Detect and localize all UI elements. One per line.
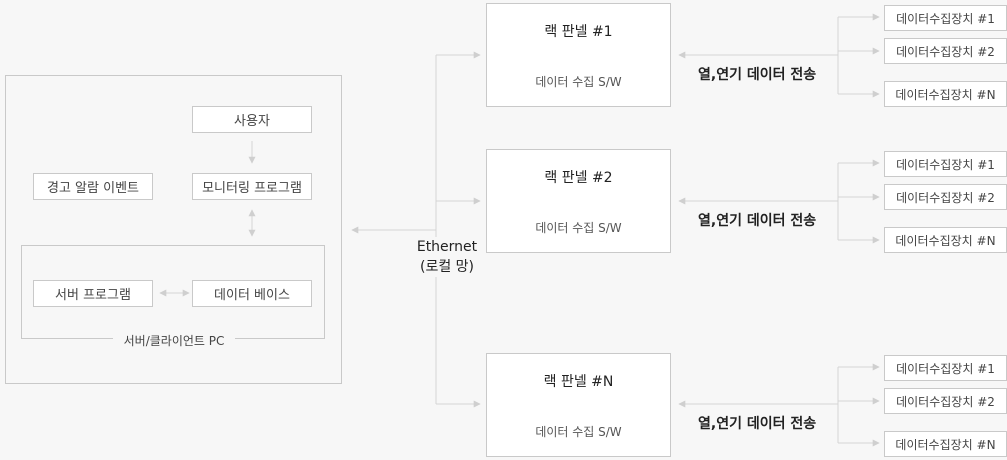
rack1-device-2: 데이터수집장치 #2 bbox=[884, 38, 1007, 64]
rack-panel-title: 랙 판넬 #1 bbox=[544, 24, 613, 40]
rack2-device-2: 데이터수집장치 #2 bbox=[884, 184, 1007, 210]
rack-panel-n: 랙 판넬 #N 데이터 수집 S/W bbox=[486, 353, 671, 457]
rack-panel-title: 랙 판넬 #N bbox=[543, 374, 614, 390]
rack1-device-1: 데이터수집장치 #1 bbox=[884, 5, 1007, 31]
user-box: 사용자 bbox=[192, 106, 312, 133]
ethernet-label: Ethernet (로컬 망) bbox=[406, 237, 488, 277]
rack-panel-software: 데이터 수집 S/W bbox=[535, 221, 622, 235]
rack1-device-n: 데이터수집장치 #N bbox=[884, 81, 1007, 107]
alarm-event-box: 경고 알람 이벤트 bbox=[33, 173, 153, 200]
database-box: 데이터 베이스 bbox=[192, 280, 312, 307]
server-program-box: 서버 프로그램 bbox=[33, 280, 153, 307]
pc-outer-frame bbox=[5, 75, 342, 384]
rack-panel-2: 랙 판넬 #2 데이터 수집 S/W bbox=[486, 149, 671, 253]
rack-panel-software: 데이터 수집 S/W bbox=[535, 425, 622, 439]
rackn-device-1: 데이터수집장치 #1 bbox=[884, 355, 1007, 381]
rack-panel-title: 랙 판넬 #2 bbox=[544, 170, 613, 186]
rack1-transfer-label: 열,연기 데이터 전송 bbox=[698, 64, 817, 84]
rackn-device-n: 데이터수집장치 #N bbox=[884, 431, 1007, 457]
rackn-transfer-label: 열,연기 데이터 전송 bbox=[698, 413, 817, 433]
rackn-device-2: 데이터수집장치 #2 bbox=[884, 388, 1007, 414]
rack-panel-software: 데이터 수집 S/W bbox=[535, 75, 622, 89]
monitoring-program-box: 모니터링 프로그램 bbox=[192, 173, 312, 200]
rack2-transfer-label: 열,연기 데이터 전송 bbox=[698, 210, 817, 230]
server-client-pc-label: 서버/클라이언트 PC bbox=[113, 333, 235, 349]
rack-panel-1: 랙 판넬 #1 데이터 수집 S/W bbox=[486, 3, 671, 107]
rack2-device-1: 데이터수집장치 #1 bbox=[884, 151, 1007, 177]
rack2-device-n: 데이터수집장치 #N bbox=[884, 227, 1007, 253]
ethernet-label-line2: (로컬 망) bbox=[419, 259, 474, 275]
ethernet-label-line1: Ethernet bbox=[416, 239, 478, 255]
